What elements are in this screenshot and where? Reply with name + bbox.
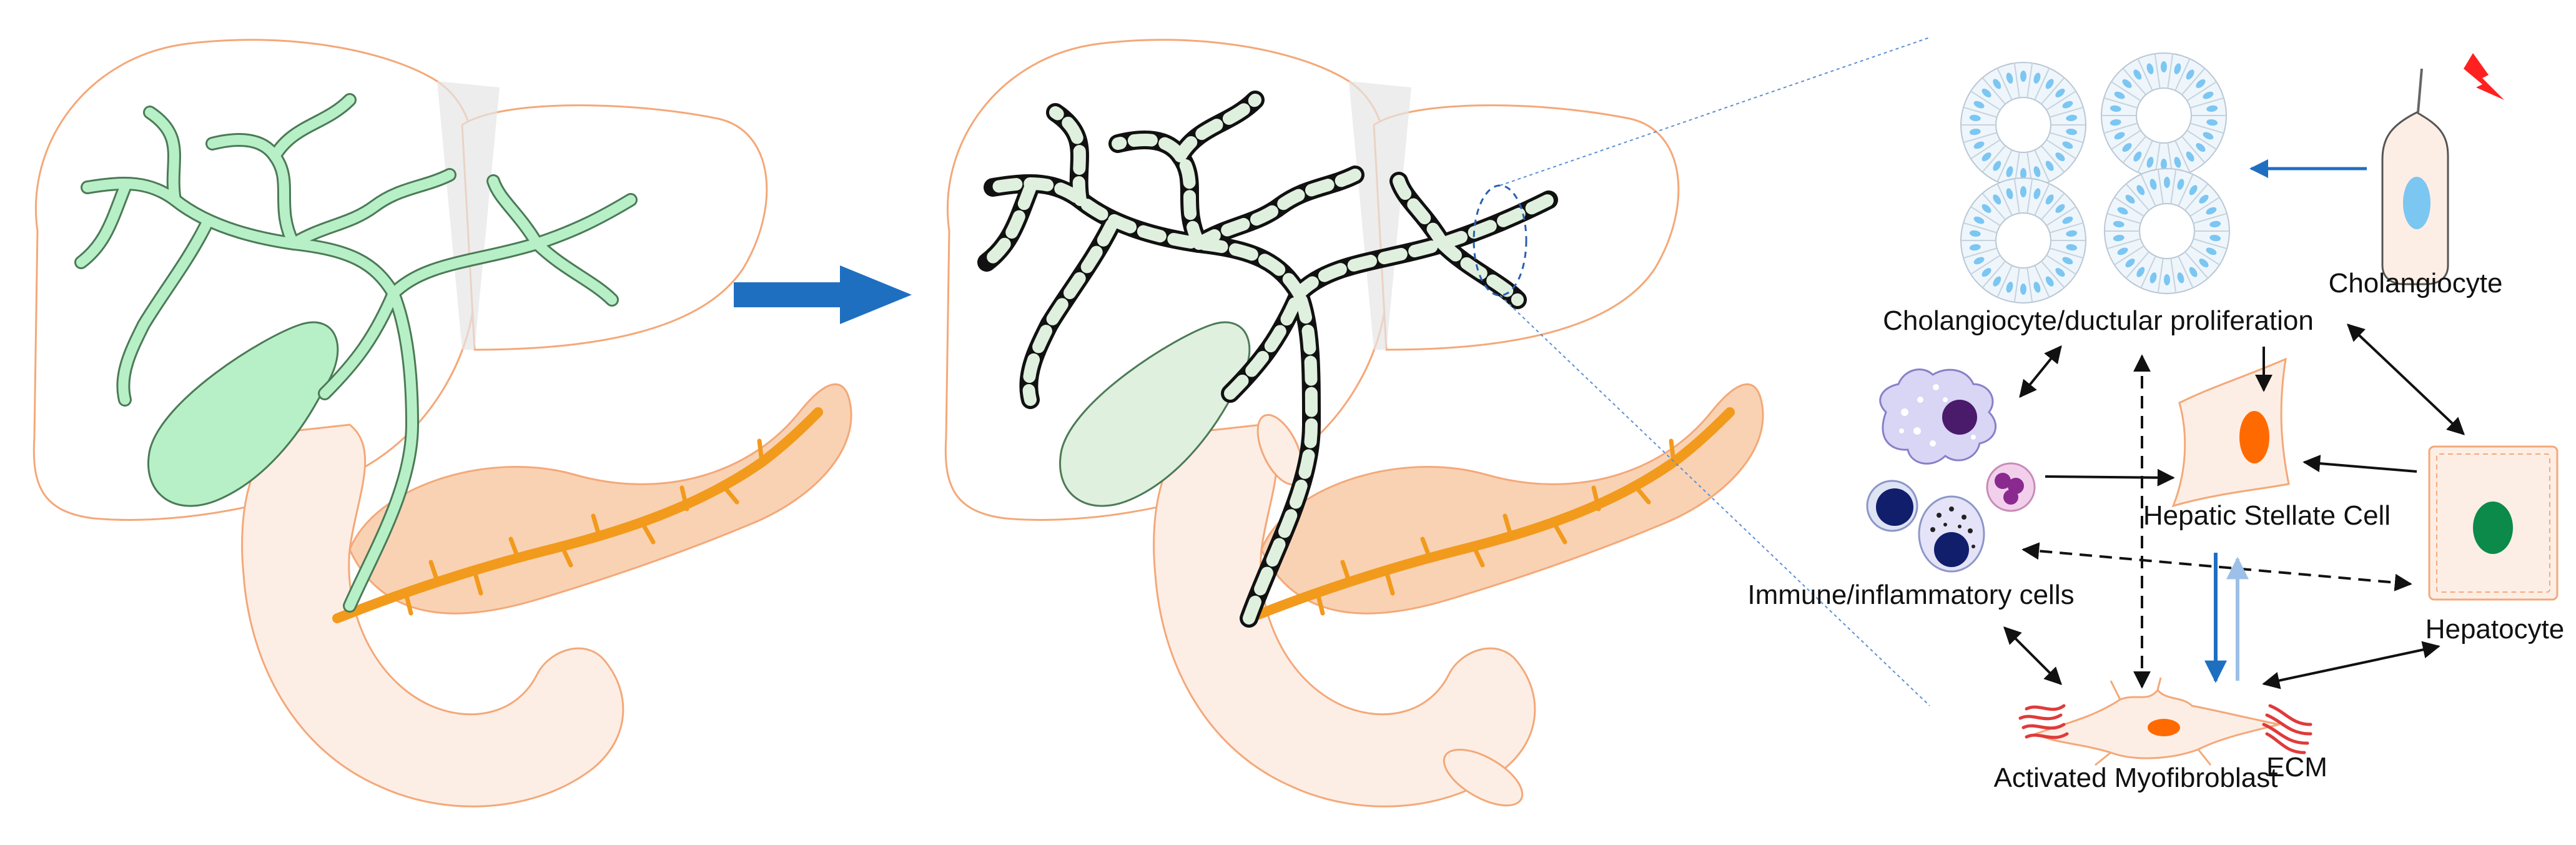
liver-left-lobe-normal [461,104,768,351]
falciform-ligament-diseased [1349,81,1411,350]
label-cholangiocyte: Cholangiocyte [2329,268,2503,299]
arrow-hepatocyte-stellate [2302,455,2417,473]
biliary-tree-normal-fill [76,95,636,611]
activated-myofibroblast [2033,677,2280,766]
label-hepatocyte: Hepatocyte [2425,614,2565,645]
falciform-ligament-normal [437,81,500,350]
ductular-proliferation-cluster [1960,52,2230,304]
neutrophil-nucleus [1995,473,2024,505]
arrow-immune-stellate [2045,468,2175,487]
label-immune-cells: Immune/inflammatory cells [1747,580,2074,610]
arrow-proliferation-hepatocyte [2346,324,2465,435]
cholangiocyte-cell [2381,68,2449,285]
stellate-nucleus [2239,411,2269,463]
zoom-lines [1499,37,1930,706]
ductule-rosette [2101,52,2227,179]
pancreatic-duct-branches-normal [403,438,764,616]
macrophage [1879,368,1997,465]
label-proliferation: Cholangiocyte/ductular proliferation [1883,305,2314,336]
diseased-hepatobiliary-panel [944,39,1764,808]
label-stellate-cell: Hepatic Stellate Cell [2143,500,2391,531]
mast-cell-nucleus [1934,532,1969,567]
arrow-hepatocyte-immune [2021,542,2412,591]
pancreas-normal [348,383,852,615]
myofibroblast-nucleus [2148,719,2180,736]
interaction-arrows [2003,324,2465,689]
mast-cell-granules [1930,507,1975,548]
cholangiocyte-nucleus [2403,177,2430,229]
arrow-proliferation-immune [2019,345,2062,398]
immune-cells-group [1866,368,2036,573]
macrophage-vesicles [1899,384,1976,447]
lymphocyte-nucleus [1876,488,1913,526]
arrow-immune-myofibroblast [2003,626,2062,685]
arrow-hepatocyte-myofibroblast [2262,641,2440,689]
ductule-rosette [1960,177,2086,304]
cellular-mechanism-panel: Cholangiocyte/ductular proliferation Cho… [1747,52,2565,793]
pancreatic-duct-diseased [1244,407,1735,623]
ecm-fibers-right [2262,704,2312,754]
pancreatic-duct-branches-diseased [1315,438,1676,616]
pancreatic-duct-normal [332,407,823,623]
label-myofibroblast: Activated Myofibroblast [1994,763,2278,793]
label-ecm: ECM [2266,752,2327,783]
hepatocyte-cell [2428,445,2559,601]
pancreas-diseased [1260,383,1764,615]
macrophage-nucleus [1942,400,1977,435]
gallbladder-normal [147,321,339,507]
hepatic-stellate-cell [2171,357,2290,508]
injury-bolt-icon [2464,53,2504,100]
cholangiocyte-cilium [2417,68,2423,113]
ductule-rosette [1960,62,2086,188]
ecm-fibers-left [2018,704,2069,739]
ductule-rosette [2104,168,2230,294]
hepatocyte-nucleus [2473,502,2513,554]
biliary-tree-diseased-beads [980,94,1555,625]
progression-arrow [734,265,912,324]
normal-hepatobiliary-panel [32,39,852,808]
duodenum-opening-bottom [1443,748,1524,807]
